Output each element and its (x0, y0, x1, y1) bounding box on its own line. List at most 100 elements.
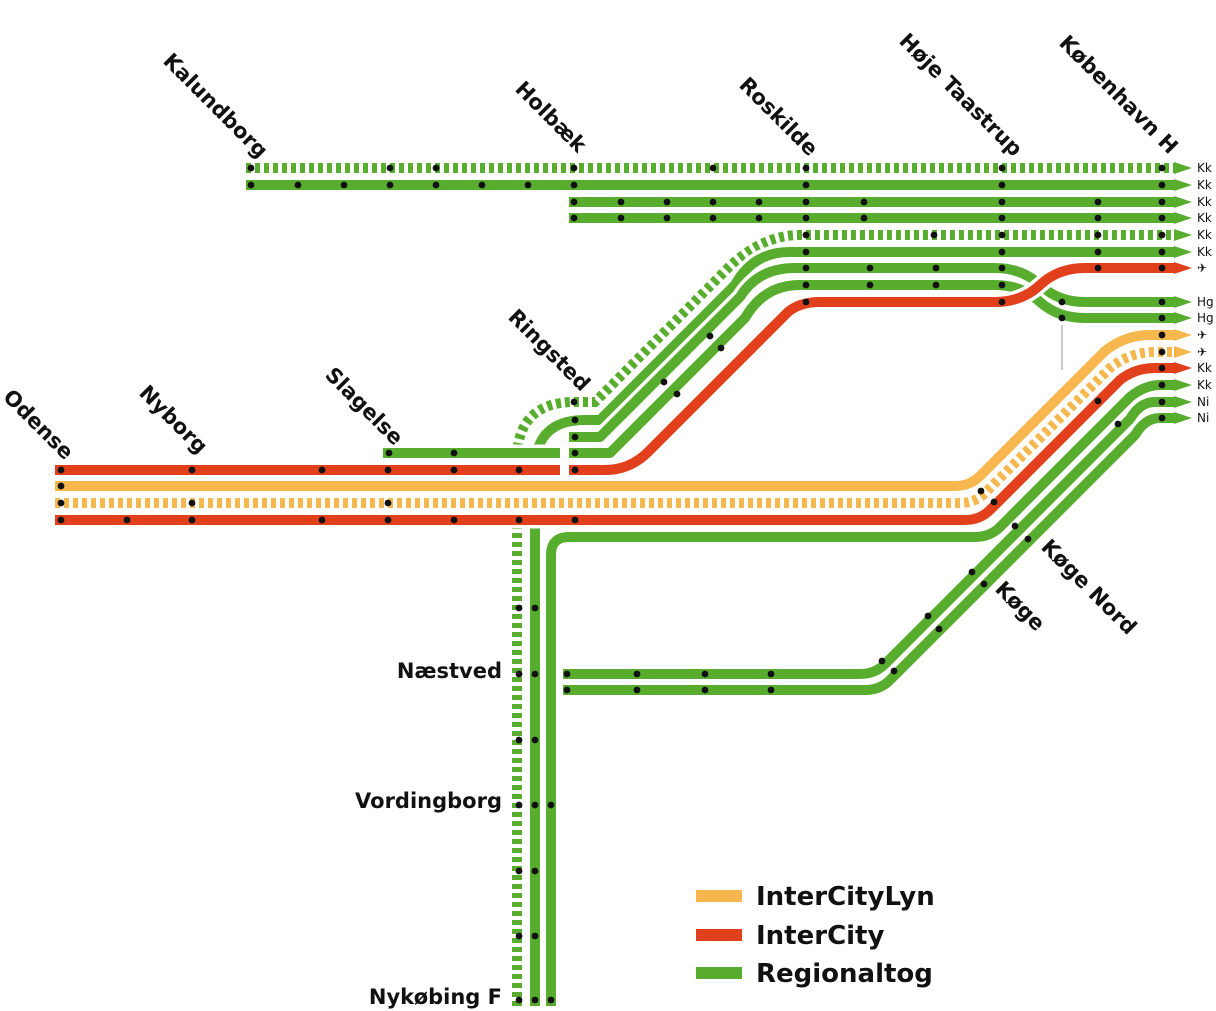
stop-dot (450, 449, 458, 457)
legend: InterCityLyn InterCity Regionaltog (696, 882, 935, 989)
stop-dot (1094, 214, 1102, 222)
stop-dot (673, 390, 681, 398)
stop-dot (571, 516, 579, 524)
route-ringsted-hg-2 (569, 280, 1175, 458)
stop-dot (247, 181, 255, 189)
stop-dot (385, 449, 393, 457)
station-label-koge-nord: Køge Nord (1036, 535, 1141, 640)
destination-label: Hg (1197, 295, 1214, 309)
stop-dot (998, 164, 1006, 172)
destination-label: Kk (1197, 361, 1212, 375)
destination-label: ✈ (1197, 328, 1207, 342)
stop-dot (570, 164, 578, 172)
stop-dot (633, 686, 641, 694)
stop-dot (247, 164, 255, 172)
stop-dot (932, 264, 940, 272)
route-naestved-ni-1 (563, 397, 1175, 679)
train-lines (55, 159, 1192, 1006)
stop-dot (1158, 398, 1166, 406)
stop-dot (432, 181, 440, 189)
station-label-kalundborg: Kalundborg (158, 49, 272, 163)
station-label-odense: Odense (0, 385, 78, 465)
stop-dot (802, 198, 810, 206)
stop-dot (701, 686, 709, 694)
stop-dot (515, 604, 523, 612)
station-label-nyborg: Nyborg (134, 381, 212, 459)
station-label-roskilde: Roskilde (734, 73, 822, 161)
stop-dot (531, 736, 539, 744)
stop-dot (515, 801, 523, 809)
stop-dot (432, 164, 440, 172)
stop-dot (515, 736, 523, 744)
line-end-arrow (1174, 196, 1192, 208)
destination-label: Kk (1197, 211, 1212, 225)
station-label-holbaek: Holbæk (510, 77, 591, 158)
stop-dot (998, 198, 1006, 206)
stop-dot (1158, 264, 1166, 272)
line-end-arrow (1174, 396, 1192, 408)
station-label-koge: Køge (990, 577, 1049, 636)
stop-dot (1158, 348, 1166, 356)
stop-dot (998, 231, 1006, 239)
stop-dots (57, 164, 1166, 1004)
stop-dot (123, 516, 131, 524)
stop-dot (478, 181, 486, 189)
stop-dot (188, 516, 196, 524)
destination-label: Ni (1197, 411, 1209, 425)
route-naestved-ni-2 (563, 413, 1175, 695)
stop-dot (663, 198, 671, 206)
stop-dot (515, 670, 523, 678)
stop-dot (1158, 331, 1166, 339)
stop-dot (570, 398, 578, 406)
stop-dot (547, 996, 555, 1004)
station-label-nykobing-f: Nykøbing F (369, 985, 502, 1009)
station-label-slagelse: Slagelse (320, 363, 407, 450)
stop-dot (1094, 264, 1102, 272)
stop-dot (1094, 248, 1102, 256)
destination-label: ✈ (1197, 345, 1207, 359)
stop-dot (515, 466, 523, 474)
line-end-arrow (1174, 412, 1192, 424)
stop-dot (802, 181, 810, 189)
stop-dot (340, 181, 348, 189)
stop-dot (563, 670, 571, 678)
stop-dot (767, 670, 775, 678)
line-end-arrow (1174, 212, 1192, 224)
line-end-arrow (1174, 229, 1192, 241)
stop-dot (932, 281, 940, 289)
stop-dot (450, 516, 458, 524)
stop-dot (701, 670, 709, 678)
stop-dot (570, 198, 578, 206)
station-label-naestved: Næstved (397, 659, 502, 683)
route-odense-icl-airport (55, 330, 1175, 491)
stop-dot (980, 580, 988, 588)
stop-dot (866, 264, 874, 272)
line-end-arrow (1174, 246, 1192, 258)
stop-dot (935, 625, 943, 633)
stop-dot (531, 604, 539, 612)
stop-dot (515, 932, 523, 940)
stop-dot (802, 281, 810, 289)
stop-dot (515, 516, 523, 524)
stop-dot (1158, 214, 1166, 222)
stop-dot (571, 416, 579, 424)
stop-dot (524, 181, 532, 189)
stop-dot (617, 214, 625, 222)
stop-dot (802, 214, 810, 222)
stop-dot (384, 466, 392, 474)
destination-label: ✈ (1197, 261, 1207, 275)
stop-dot (802, 164, 810, 172)
stop-dot (633, 670, 641, 678)
stop-dot (1094, 231, 1102, 239)
stop-dot (450, 466, 458, 474)
destination-label: Kk (1197, 378, 1212, 392)
stop-dot (998, 248, 1006, 256)
stop-dot (990, 498, 998, 506)
stop-dot (1058, 298, 1066, 306)
destination-label: Kk (1197, 178, 1212, 192)
stop-dot (547, 801, 555, 809)
legend-label-intercitylyn: InterCityLyn (756, 882, 935, 912)
stop-dot (617, 198, 625, 206)
stop-dot (318, 516, 326, 524)
